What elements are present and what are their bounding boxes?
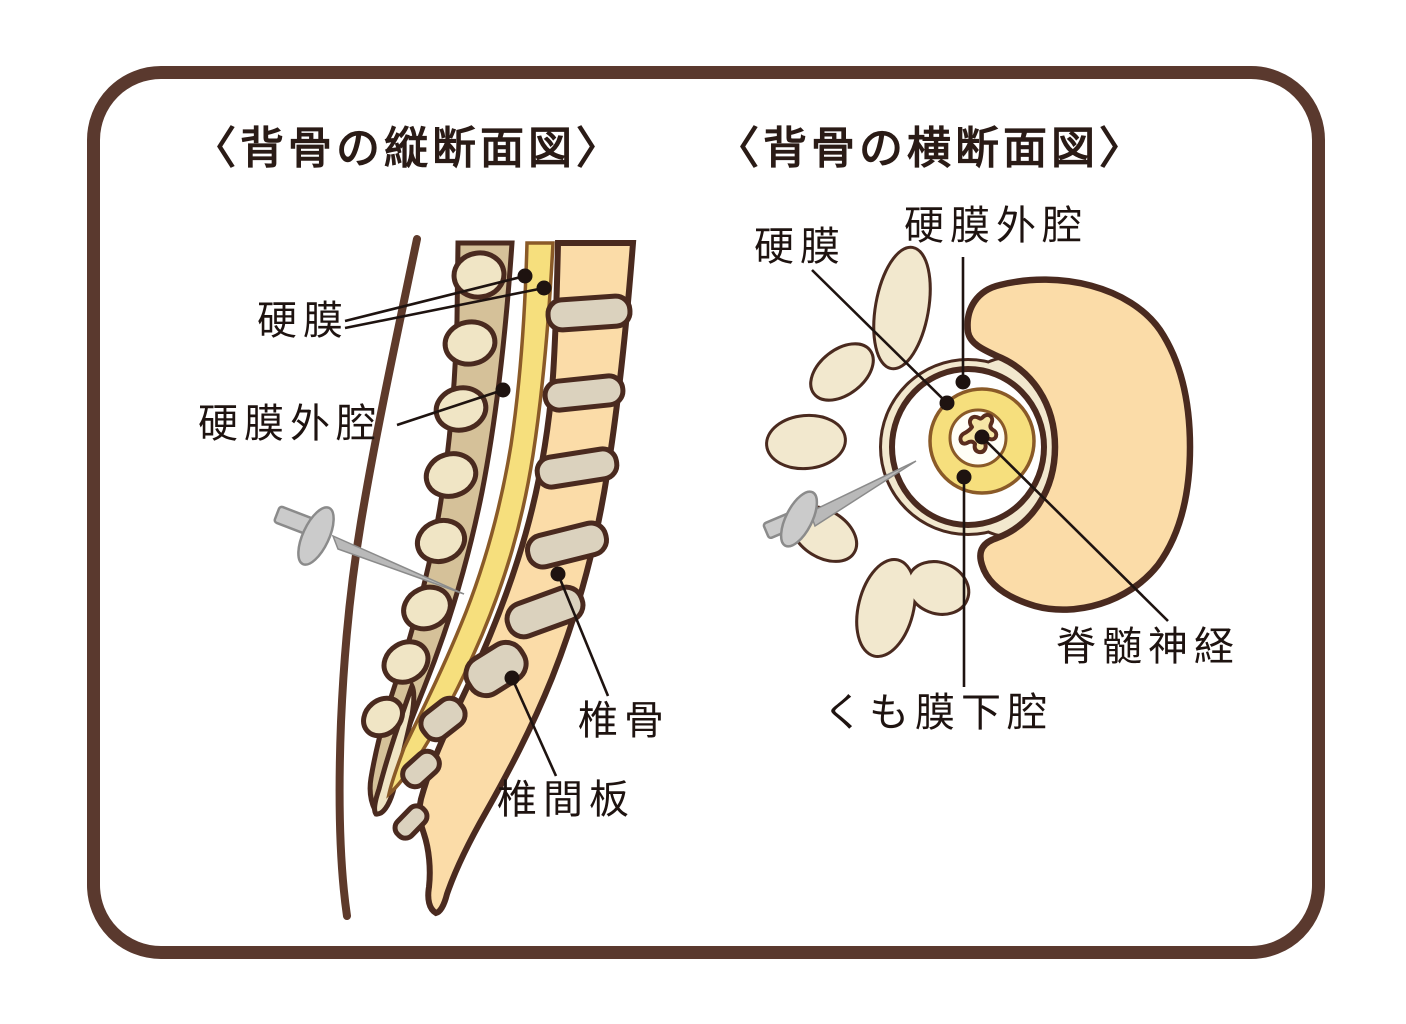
label-intervertebral-disc: 椎間板: [497, 778, 635, 822]
longitudinal-section-illustration: [273, 235, 637, 920]
spinous-process-bump: [423, 451, 479, 499]
label-vertebra: 椎骨: [578, 699, 670, 743]
spinous-process-bump: [433, 385, 489, 433]
needle-wings: [297, 506, 335, 566]
dura-marker-dot: [517, 268, 533, 284]
spinous-process-bump: [414, 517, 468, 565]
vertebral-body: [964, 276, 1194, 613]
disc-marker-dot: [504, 670, 520, 686]
dura-leader-line: [344, 286, 545, 330]
label-dura-right: 硬膜: [754, 225, 846, 269]
epidural-needle-icon: [273, 505, 465, 595]
intervertebral-disc-shape: [392, 803, 430, 841]
spinous-process-bump: [442, 319, 498, 367]
dura-marker-dot: [536, 280, 552, 296]
epidural-needle-icon: [762, 460, 917, 548]
spinous-process-bump: [451, 250, 507, 300]
spinal-nerve-marker-dot: [974, 429, 990, 445]
label-spinal-nerve: 脊髄神経: [1056, 625, 1240, 669]
vertebra-leader-line: [556, 573, 610, 697]
intervertebral-disc-shape: [545, 293, 633, 333]
spinal-cord-dural-band: [386, 241, 555, 799]
spinous-process-bump: [401, 584, 453, 632]
spinous-process-bump: [361, 695, 405, 739]
vertebra-marker-dot: [550, 566, 566, 582]
intervertebral-disc-shape: [400, 748, 442, 790]
epidural-space-marker-dot: [495, 382, 511, 398]
left-diagram-title: 〈背骨の縦断面図〉: [192, 124, 624, 173]
intervertebral-disc-shape: [525, 520, 609, 570]
annotation-layer: [344, 257, 1169, 777]
epidural-space-leader-line: [396, 388, 504, 427]
dura-leader-line: [811, 269, 948, 404]
back-contour-line: [335, 235, 421, 920]
disc-leader-line: [510, 677, 558, 777]
spinous-process-bump: [381, 639, 431, 685]
subarachnoid-marker-dot: [956, 469, 972, 485]
needle-wings: [779, 490, 819, 548]
right-diagram-title: 〈背骨の横断面図〉: [715, 124, 1147, 173]
rounded-border-frame: [87, 66, 1325, 959]
needle-shaft: [331, 534, 465, 595]
intervertebral-disc-shape: [418, 695, 468, 743]
intervertebral-disc-shape: [534, 446, 620, 490]
label-subarachnoid-space: くも膜下腔: [823, 691, 1053, 735]
label-dura-left: 硬膜: [257, 299, 349, 343]
intervertebral-disc-shape: [542, 373, 626, 413]
dura-marker-dot: [939, 395, 955, 411]
dura-leader-line: [344, 274, 526, 323]
spinal-nerve-leader-line: [981, 436, 1169, 622]
label-epidural-space-left: 硬膜外腔: [198, 402, 382, 446]
epidural-space-marker-dot: [955, 374, 971, 390]
intervertebral-disc-shape: [504, 584, 586, 640]
label-epidural-space-right: 硬膜外腔: [904, 204, 1088, 248]
cross-section-illustration: [762, 245, 1194, 658]
